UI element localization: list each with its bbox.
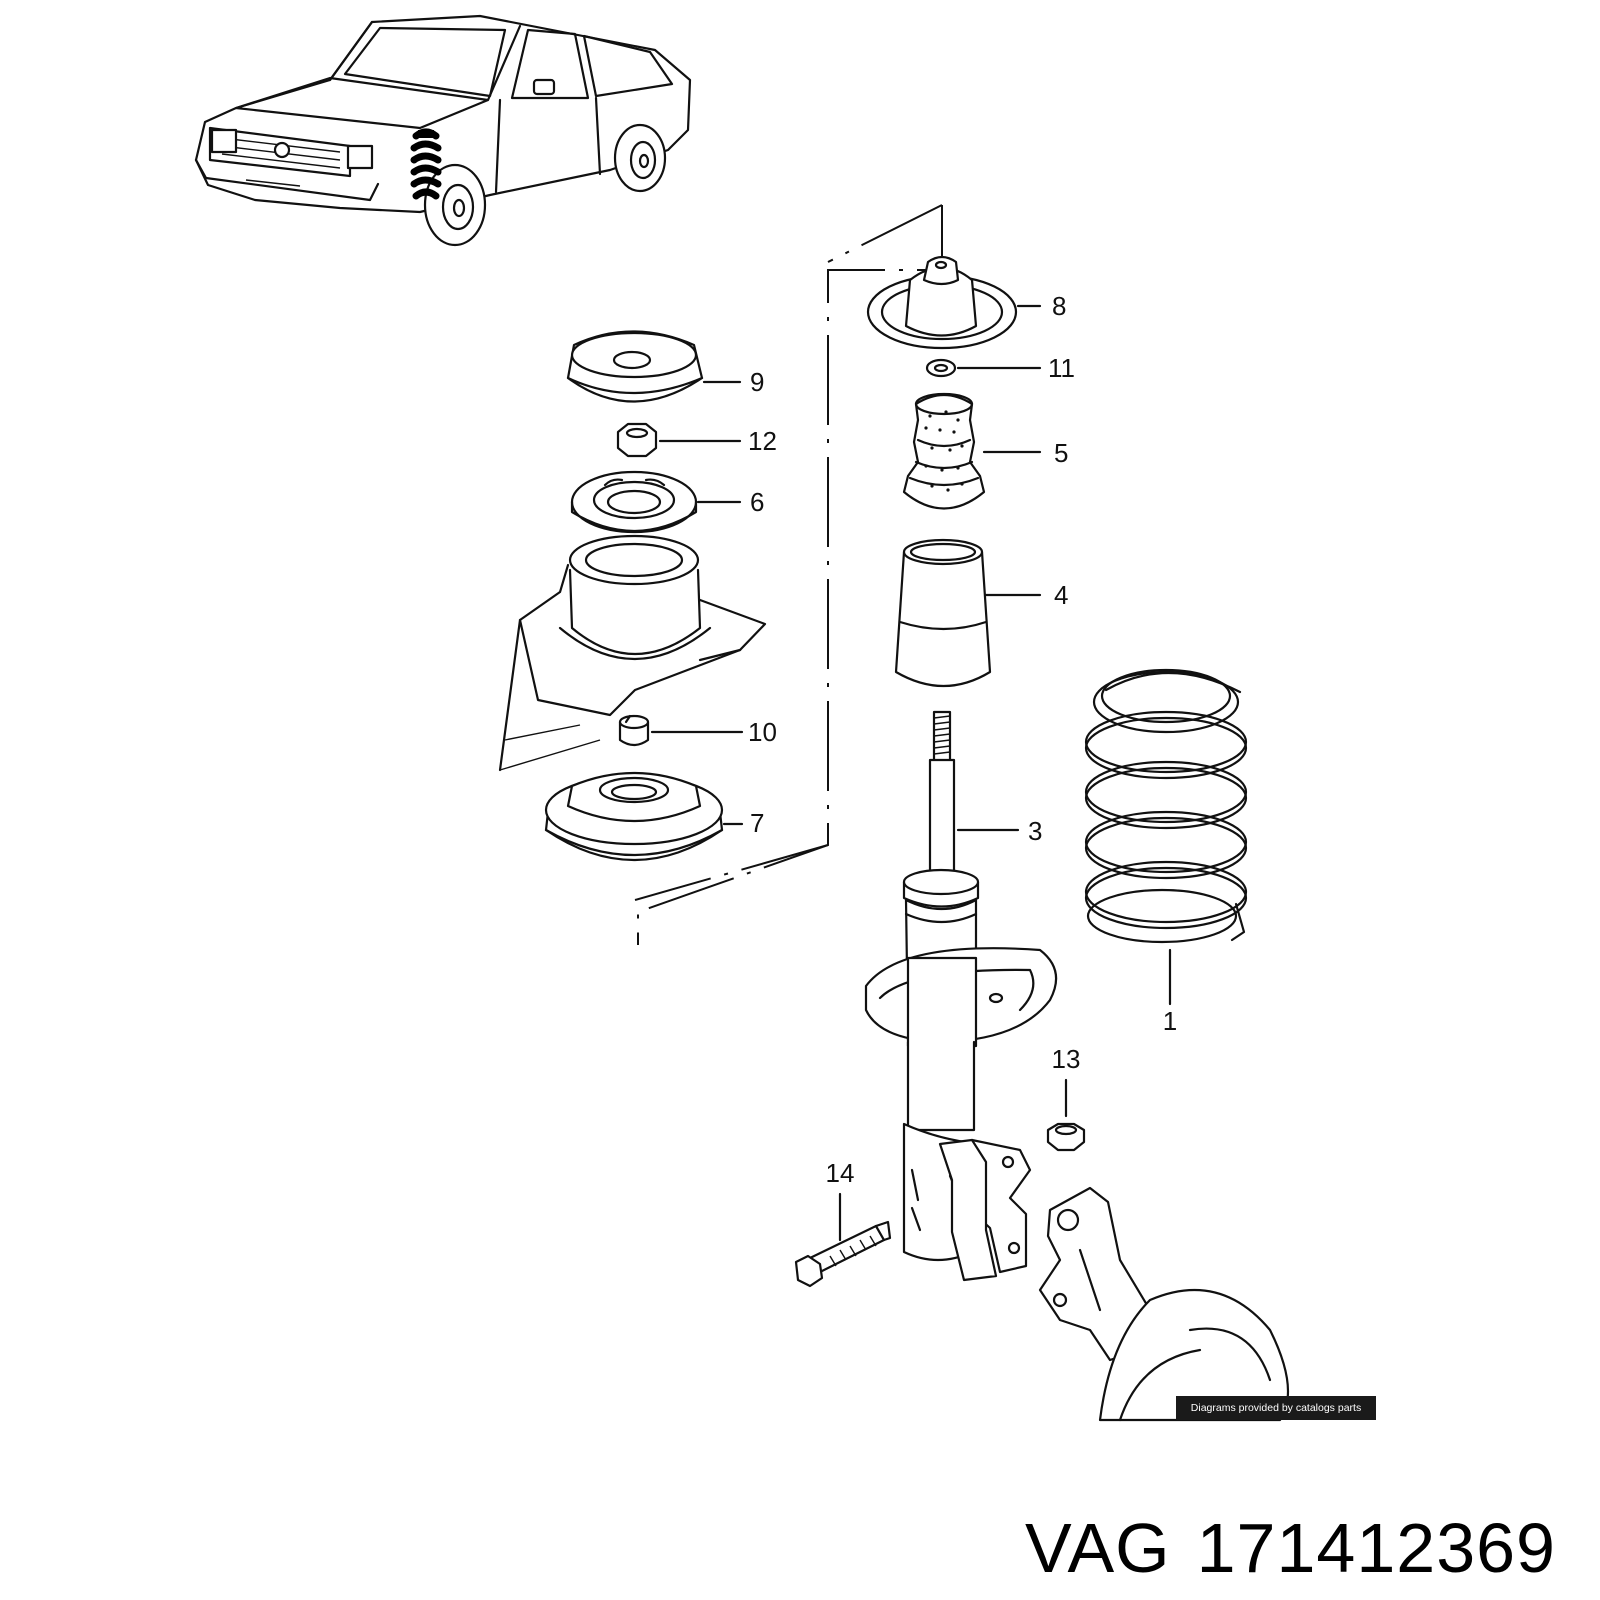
part-11-washer xyxy=(925,358,957,378)
callout-14: 14 xyxy=(826,1158,855,1188)
part-12-nut xyxy=(616,422,658,458)
brand-label: VAG xyxy=(1024,1509,1171,1587)
part-14-bolt xyxy=(794,1220,892,1288)
part-4-dust-boot xyxy=(894,538,992,687)
callout-13: 13 xyxy=(1052,1044,1081,1074)
callout-8: 8 xyxy=(1052,291,1066,321)
credit-text: Diagrams provided by catalogs parts xyxy=(1190,1402,1362,1414)
car-spring-marker xyxy=(410,128,442,200)
part-3-strut xyxy=(864,710,1058,1282)
car-illustration xyxy=(194,14,692,247)
part-7-lower-mount xyxy=(544,771,724,861)
callout-4: 4 xyxy=(1054,580,1068,610)
part-1-coil-spring xyxy=(1084,668,1248,944)
callout-7: 7 xyxy=(750,808,764,838)
callout-6: 6 xyxy=(750,487,764,517)
part-number-label: 171412369 xyxy=(1196,1509,1556,1587)
credit-banner xyxy=(1176,1396,1376,1420)
leader-lines xyxy=(650,304,1172,1242)
part-13-flange-nut xyxy=(1046,1122,1086,1152)
callout-labels: 1 3 4 5 6 7 8 9 10 11 12 13 14 xyxy=(748,291,1177,1188)
callout-10: 10 xyxy=(748,717,777,747)
callout-9: 9 xyxy=(750,367,764,397)
steering-knuckle-and-hub xyxy=(1038,1186,1290,1422)
callout-12: 12 xyxy=(748,426,777,456)
callout-1: 1 xyxy=(1163,1006,1177,1036)
part-8-top-mount xyxy=(866,255,1018,350)
part-10-sleeve xyxy=(618,714,650,747)
part-9-upper-rubber-mount xyxy=(566,330,704,403)
body-strut-tower-section xyxy=(498,534,767,772)
callout-5: 5 xyxy=(1054,438,1068,468)
callout-3: 3 xyxy=(1028,816,1042,846)
part-5-bump-stop xyxy=(902,392,986,510)
callout-11: 11 xyxy=(1048,353,1075,383)
part-6-bearing-plate xyxy=(570,470,698,534)
part-title: VAG 171412369 xyxy=(1025,1508,1556,1588)
